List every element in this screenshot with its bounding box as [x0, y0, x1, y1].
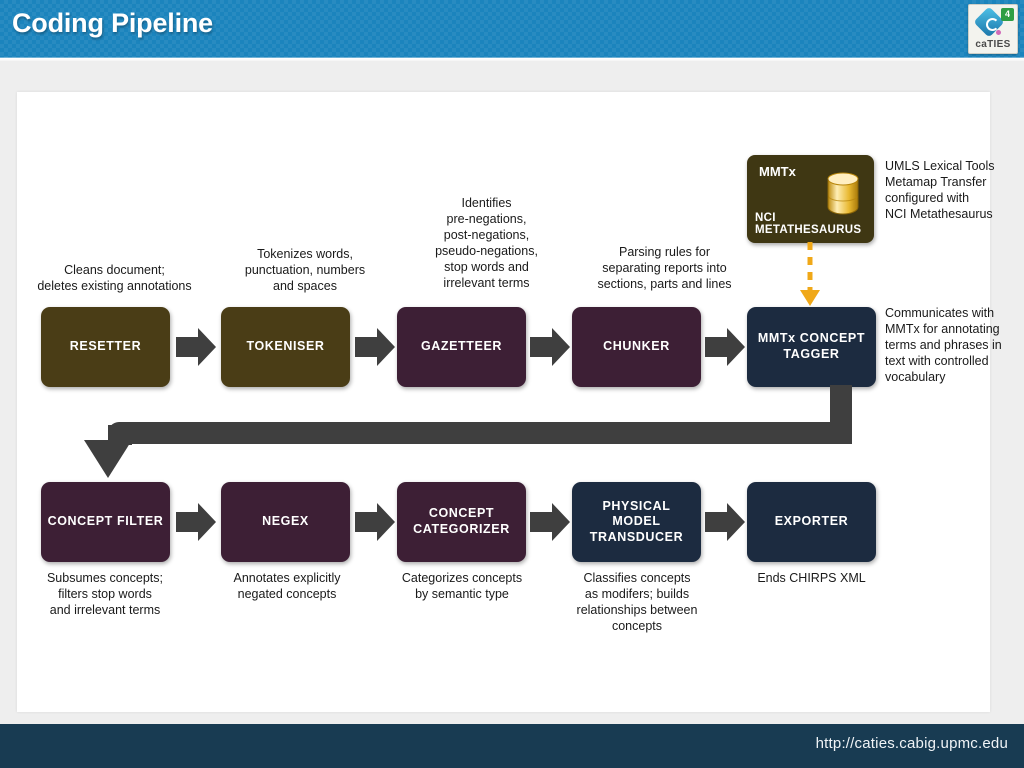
node-tokeniser-label: TOKENISER: [246, 339, 325, 354]
node-mmtx[interactable]: MMTx: [747, 155, 874, 243]
caption-mmtx-concept-tagger: Communicates with MMTx for annotating te…: [885, 306, 1002, 384]
logo-c-icon: [986, 18, 999, 31]
arrow-negex-to-concept-categorizer: [355, 501, 395, 543]
node-mmtx-concept-tagger-label: MMTx CONCEPT TAGGER: [757, 331, 866, 361]
node-exporter[interactable]: EXPORTER: [747, 482, 876, 562]
node-chunker-label: CHUNKER: [603, 339, 670, 354]
node-concept-categorizer-label: CONCEPT CATEGORIZER: [413, 506, 510, 536]
node-gazetteer-label: GAZETTEER: [420, 339, 503, 354]
header-divider: [0, 58, 1024, 61]
node-negex-label: NEGEX: [262, 514, 309, 529]
connector-mmtx-to-tagger: [795, 242, 825, 308]
node-concept-categorizer[interactable]: CONCEPT CATEGORIZER: [397, 482, 526, 562]
node-concept-filter-label: CONCEPT FILTER: [47, 514, 164, 529]
diagram-canvas: MMTx: [17, 92, 1002, 712]
caties-logo: 4 caTIES: [968, 4, 1018, 54]
slide-header: Coding Pipeline: [0, 0, 1024, 58]
node-negex[interactable]: NEGEX: [221, 482, 350, 562]
node-concept-filter[interactable]: CONCEPT FILTER: [41, 482, 170, 562]
caption-exporter: Ends CHIRPS XML: [757, 571, 866, 585]
node-physical-model-transducer-label: PHYSICAL MODEL TRANSDUCER: [589, 498, 684, 544]
node-physical-model-transducer[interactable]: PHYSICAL MODEL TRANSDUCER: [572, 482, 701, 562]
arrow-resetter-to-tokeniser: [176, 326, 216, 368]
arrow-concept-filter-to-negex: [176, 501, 216, 543]
arrow-concept-categorizer-to-transducer: [530, 501, 570, 543]
node-resetter-label: RESETTER: [69, 339, 142, 354]
logo-dot-icon: [996, 30, 1001, 35]
footer-url[interactable]: http://caties.cabig.upmc.edu: [815, 735, 1008, 752]
caption-resetter: Cleans document; deletes existing annota…: [37, 263, 192, 293]
caption-mmtx: UMLS Lexical Tools Metamap Transfer conf…: [885, 159, 995, 221]
page-title: Coding Pipeline: [12, 8, 214, 38]
logo-version-badge: 4: [1001, 8, 1014, 21]
slide-footer: http://caties.cabig.upmc.edu: [0, 724, 1024, 768]
arrow-transducer-to-exporter: [705, 501, 745, 543]
caption-negex: Annotates explicitly negated concepts: [233, 571, 341, 601]
node-mmtx-concept-tagger[interactable]: MMTx CONCEPT TAGGER: [747, 307, 876, 387]
logo-text: caTIES: [975, 39, 1011, 50]
caption-concept-filter: Subsumes concepts; filters stop words an…: [46, 571, 164, 617]
caption-concept-categorizer: Categorizes concepts by semantic type: [401, 571, 523, 601]
database-icon: [826, 171, 860, 215]
node-gazetteer[interactable]: GAZETTEER: [397, 307, 526, 387]
node-mmtx-sublabel: NCI METATHESAURUS: [755, 212, 862, 236]
caption-tokeniser: Tokenizes words, punctuation, numbers an…: [244, 247, 366, 293]
arrow-tokeniser-to-gazetteer: [355, 326, 395, 368]
node-exporter-label: EXPORTER: [774, 514, 849, 529]
connector-tagger-to-concept-filter: [77, 374, 867, 480]
node-resetter[interactable]: RESETTER: [41, 307, 170, 387]
caption-gazetteer: Identifies pre-negations, post-negations…: [435, 196, 538, 290]
caption-chunker: Parsing rules for separating reports int…: [597, 245, 732, 291]
node-mmtx-label: MMTx: [759, 164, 796, 179]
node-chunker[interactable]: CHUNKER: [572, 307, 701, 387]
caption-physical-model-transducer: Classifies concepts as modifers; builds …: [576, 571, 698, 633]
arrow-gazetteer-to-chunker: [530, 326, 570, 368]
diagram-stage: MMTx: [17, 92, 1002, 712]
arrow-chunker-to-tagger: [705, 326, 745, 368]
node-tokeniser[interactable]: TOKENISER: [221, 307, 350, 387]
